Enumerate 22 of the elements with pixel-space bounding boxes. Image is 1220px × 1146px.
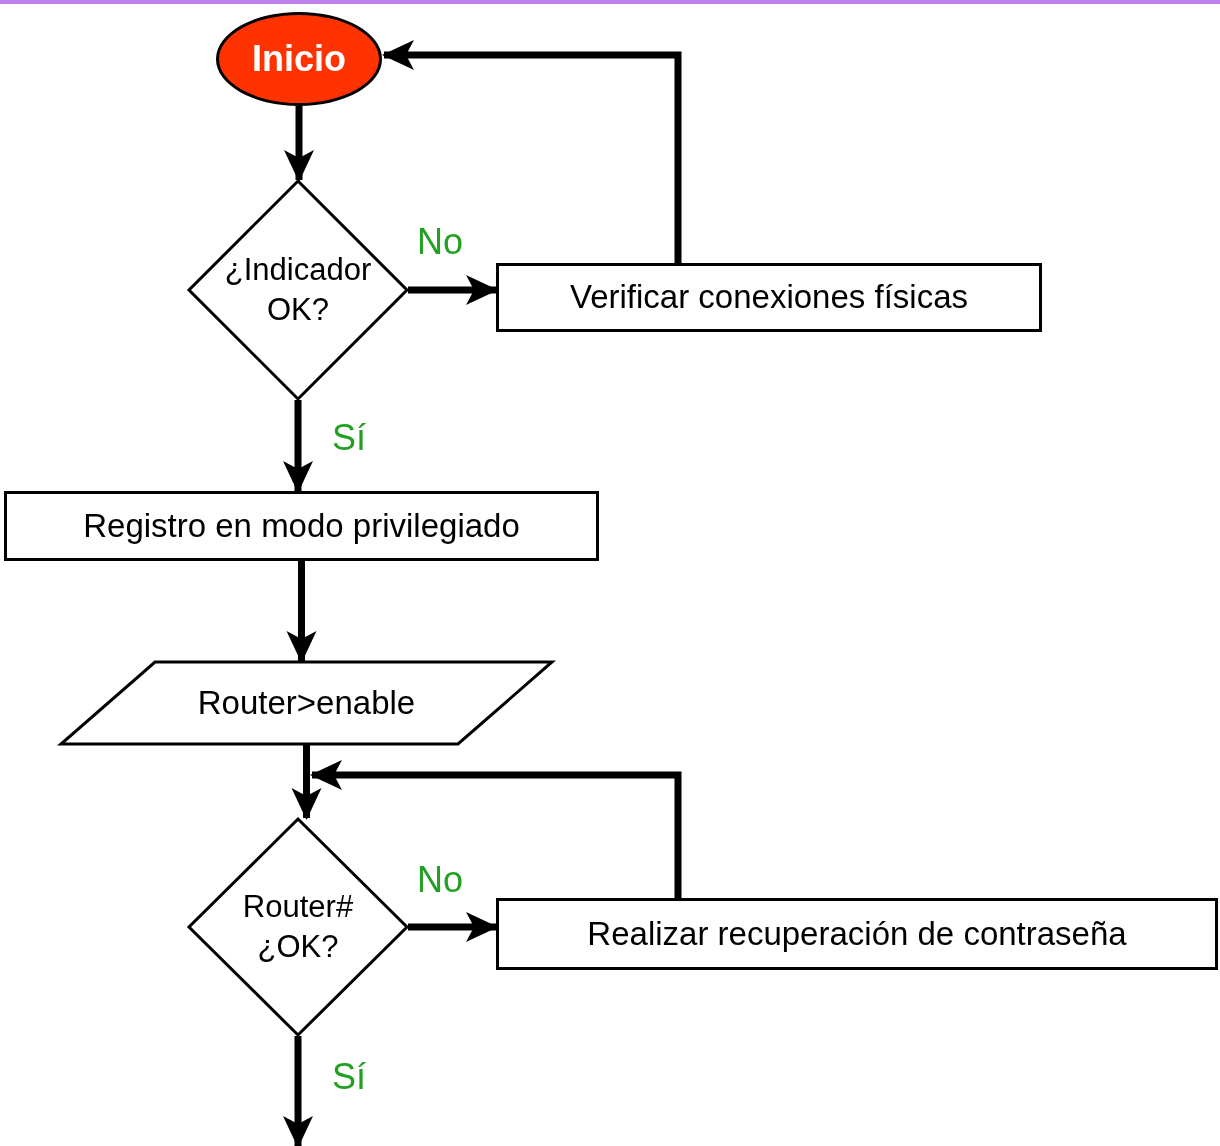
- input-parallelogram: [60, 661, 553, 745]
- arrow: [283, 1036, 313, 1146]
- arrow: [382, 40, 682, 263]
- node-label: Router# ¿OK?: [241, 887, 355, 966]
- arrow: [291, 745, 322, 820]
- arrow: [310, 760, 682, 898]
- node-label: Inicio: [252, 36, 346, 81]
- process-box: [4, 491, 599, 561]
- arrow: [408, 275, 498, 305]
- process-box: [496, 263, 1042, 332]
- node-label: Registro en modo privilegiado: [83, 505, 520, 546]
- arrow: [408, 912, 498, 942]
- node-label: Router>enable: [197, 682, 416, 723]
- decision-diamond: [188, 180, 408, 400]
- decision-diamond: [188, 818, 408, 1036]
- node-label: ¿Indicador OK?: [223, 250, 373, 329]
- node-label: Verificar conexiones físicas: [570, 277, 968, 318]
- node-label: Realizar recuperación de contraseña: [587, 913, 1127, 954]
- process-box: [496, 898, 1218, 970]
- arrow: [284, 106, 314, 182]
- arrow: [286, 561, 317, 663]
- arrow: [283, 400, 313, 493]
